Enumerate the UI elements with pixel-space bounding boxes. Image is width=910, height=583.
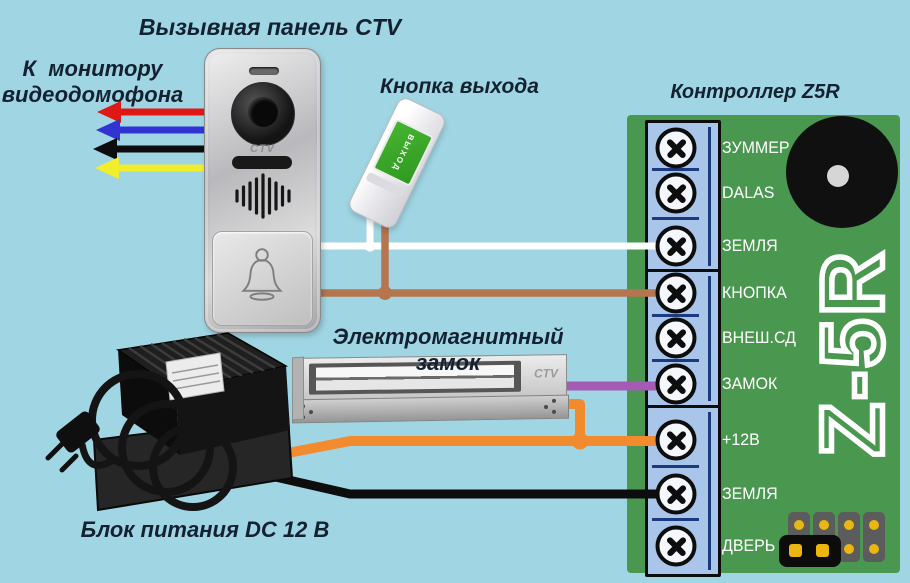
terminal-label-zummer: ЗУММЕР	[722, 138, 790, 157]
wire-orange-psu	[261, 436, 660, 463]
terminal-separator	[652, 465, 699, 468]
terminal-label-ground-2: ЗЕМЛЯ	[722, 484, 778, 503]
terminal-label-12v: +12В	[722, 430, 760, 449]
wire-black	[256, 468, 660, 499]
power-supply	[45, 332, 294, 512]
wire-orange-junction	[571, 432, 589, 450]
jumper-pins-3	[838, 512, 860, 562]
board-marking: Z-5R	[800, 246, 905, 459]
wire-brown-junction	[378, 286, 392, 300]
power-supply-label: Блок питания DC 12 В	[80, 517, 330, 542]
terminal-label-ext-led: ВНЕШ.СД	[722, 328, 796, 347]
camera-lens	[248, 97, 278, 127]
monitor-label: К монитору видеодомофона	[0, 56, 185, 109]
terminal-label-lock: ЗАМОК	[722, 374, 778, 393]
exit-button-label: Кнопка выхода	[380, 75, 539, 98]
arrow-blue-head	[96, 119, 120, 141]
wire-black-power	[256, 468, 660, 499]
terminal-screw-dalas	[655, 172, 697, 214]
arrow-black-head	[93, 138, 117, 160]
terminal-screw-ground-2	[655, 473, 697, 515]
terminal-separator	[652, 217, 699, 220]
terminal-separator	[652, 314, 699, 317]
call-panel-title: Вызывная панель CTV	[138, 14, 402, 40]
terminal-screw-button	[655, 272, 697, 314]
call-panel: CTV	[204, 48, 321, 333]
monitor-label-line1: К монитору	[22, 56, 163, 81]
monitor-label-line2: видеодомофона	[1, 82, 184, 108]
psu-plug	[45, 411, 100, 473]
buzzer-center	[827, 165, 849, 187]
maglock-front	[292, 394, 569, 424]
terminal-screw-zummer	[655, 127, 697, 169]
wire-brown-button	[316, 208, 660, 300]
terminal-screw-ground-1	[655, 225, 697, 267]
exit-button[interactable]: ВЫХОД	[346, 94, 448, 232]
maglock-label: Электромагнитный замок	[332, 324, 564, 376]
panel-camera	[231, 82, 295, 146]
panel-speaker-grille	[235, 173, 291, 219]
psu-label-lines	[171, 364, 221, 390]
terminal-screw-door	[655, 525, 697, 567]
jumper-pins-4	[863, 512, 885, 562]
terminal-separator	[652, 359, 699, 362]
terminal-screw-ext-led	[655, 317, 697, 359]
controller-title: Контроллер Z5R	[670, 81, 840, 103]
buzzer	[786, 116, 898, 228]
terminal-label-door: ДВЕРЬ	[722, 536, 776, 555]
panel-speaker-slot	[249, 67, 279, 75]
wire-white-junction	[364, 240, 376, 252]
panel-ir-window	[232, 156, 292, 169]
terminal-label-ground-1: ЗЕМЛЯ	[722, 236, 778, 255]
bell-icon	[241, 248, 283, 301]
terminal-label-dalas: DALAS	[722, 183, 775, 202]
terminal-screw-12v	[655, 419, 697, 461]
terminal-separator	[652, 168, 699, 171]
terminal-screw-lock	[655, 363, 697, 405]
panel-logo: CTV	[250, 143, 275, 155]
exit-button-face-text: ВЫХОД	[390, 132, 417, 173]
jumper-cap	[779, 535, 841, 567]
arrow-yellow-head	[95, 157, 119, 179]
monitor-arrows	[93, 101, 206, 179]
panel-call-button[interactable]	[212, 231, 313, 326]
terminal-label-button: КНОПКА	[722, 283, 787, 302]
board-marking-text: Z-5R	[803, 249, 902, 457]
terminal-separator	[652, 518, 699, 521]
